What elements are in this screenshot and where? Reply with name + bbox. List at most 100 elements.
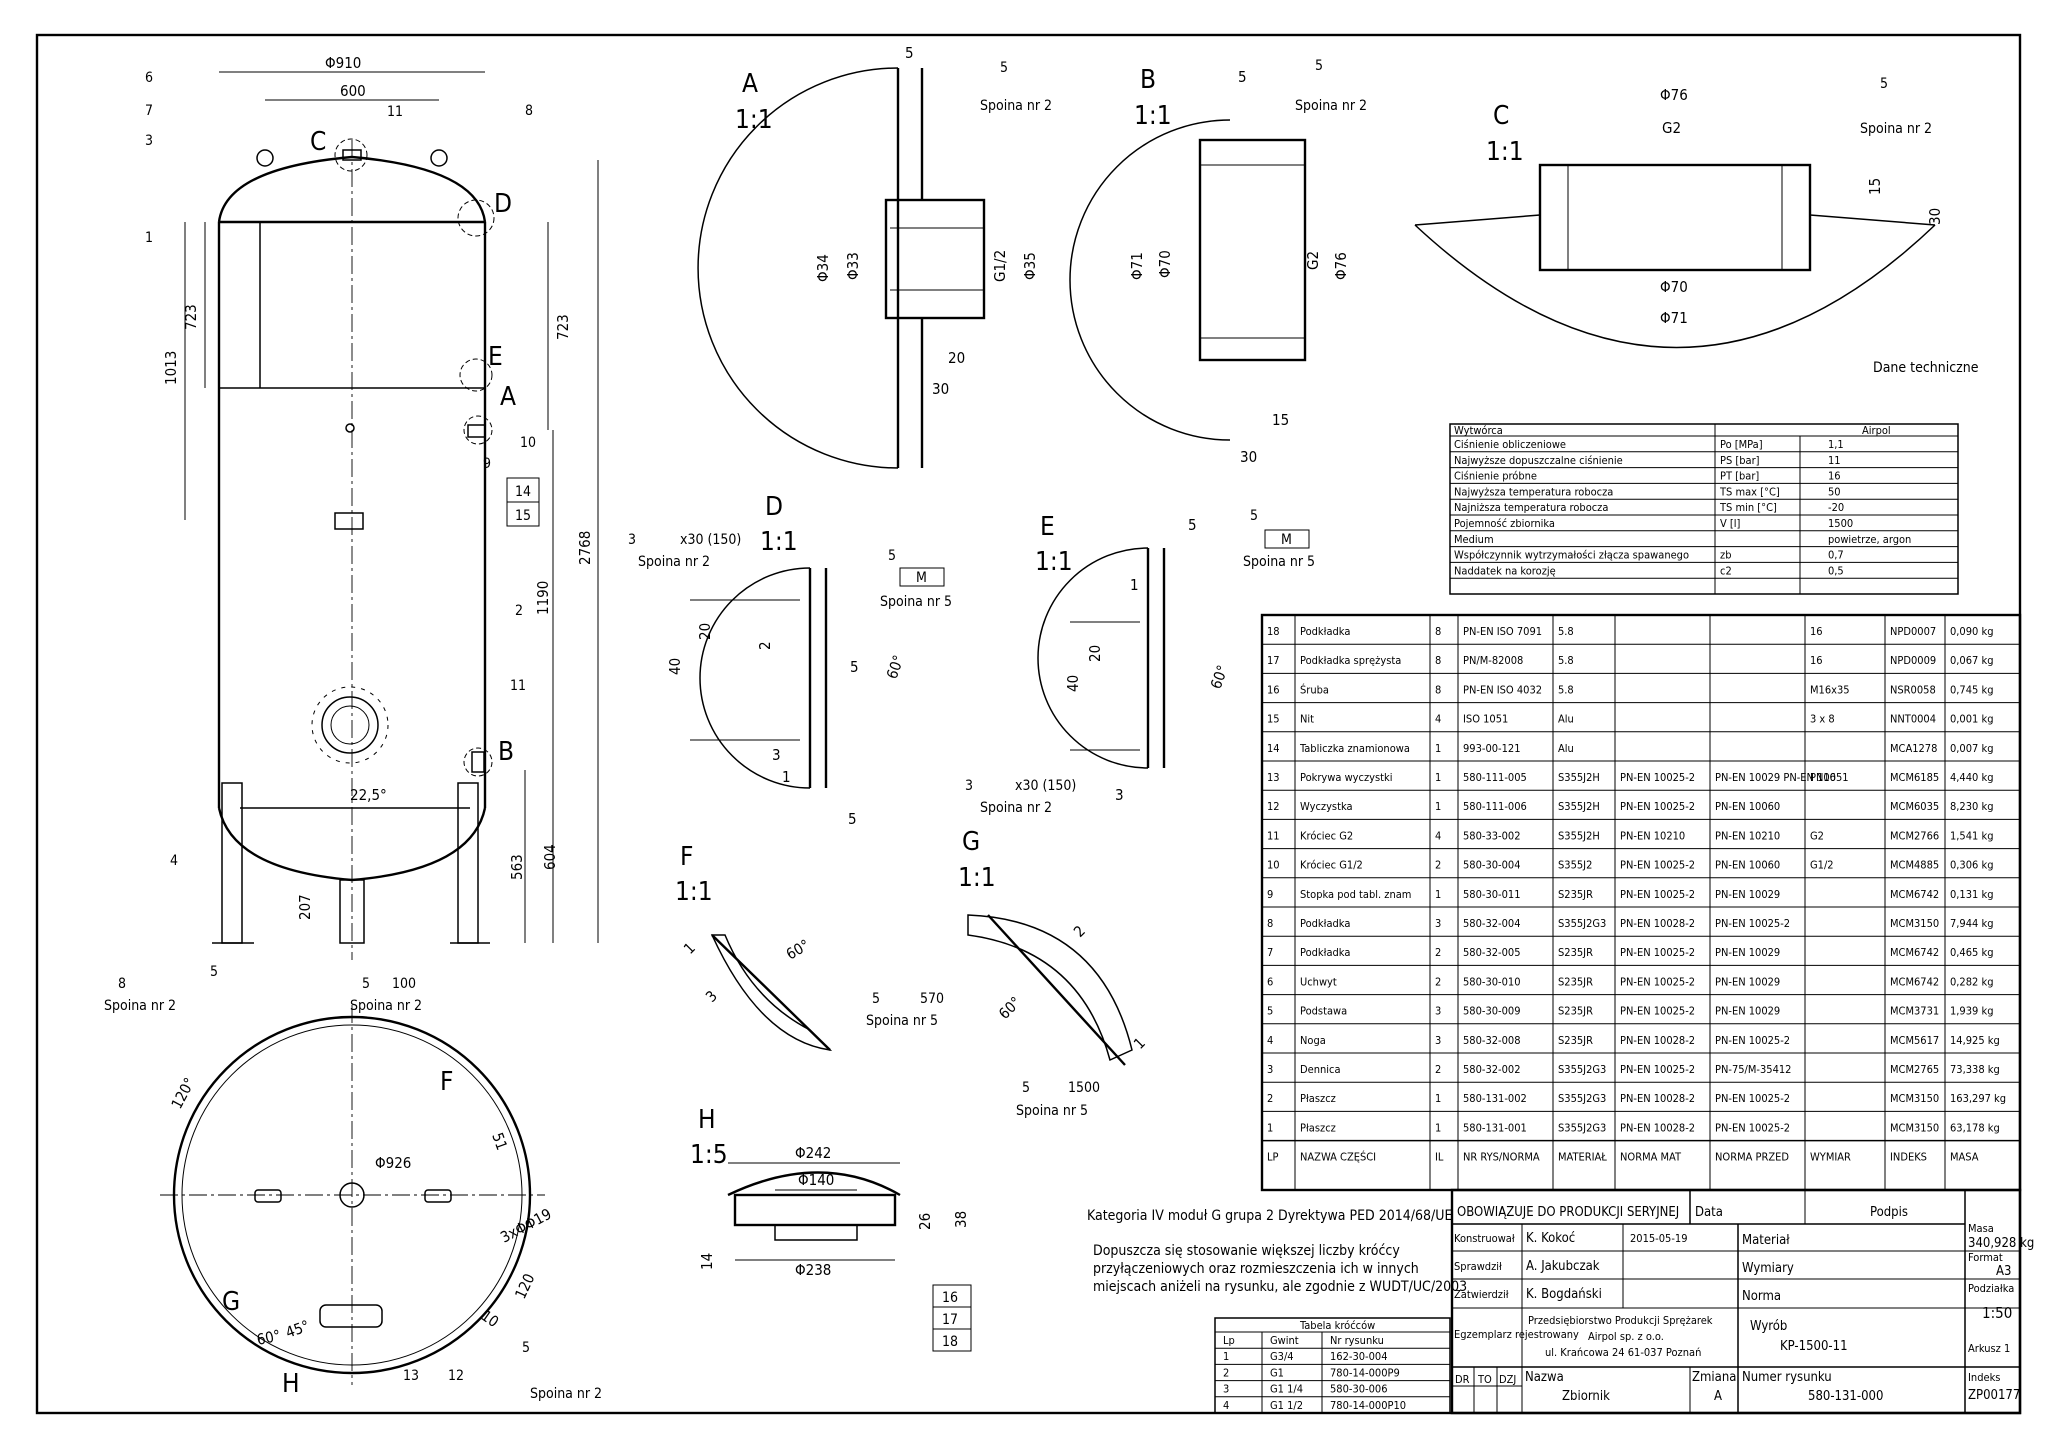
- parts-cell: 7,944 kg: [1950, 917, 1993, 930]
- nozzle-table-title: Tabela króćców: [1299, 1319, 1375, 1332]
- detail-B-scale: 1:1: [1134, 101, 1172, 131]
- technical-data-table: Dane techniczne Wytwórca Airpol Ciśnieni…: [1449, 360, 1979, 595]
- svg-text:G1/2: G1/2: [991, 250, 1009, 282]
- detail-H-title: H: [698, 1105, 716, 1135]
- nozzle-cell: 780-14-000P10: [1330, 1399, 1406, 1412]
- parts-header-cell: NORMA MAT: [1620, 1151, 1682, 1164]
- parts-cell: M16x35: [1810, 683, 1850, 696]
- svg-text:40: 40: [666, 658, 684, 675]
- parts-cell: S235JR: [1558, 888, 1593, 901]
- detail-B-weld-label: Spoina nr 2: [1295, 98, 1367, 114]
- svg-text:100: 100: [392, 976, 416, 992]
- tb-podzialka-value: 1:50: [1982, 1304, 2012, 1322]
- svg-text:G2: G2: [1662, 119, 1681, 137]
- parts-cell: MCM4885: [1890, 859, 1939, 872]
- parts-cell: PN-EN 10060: [1715, 859, 1780, 872]
- parts-cell: PN-EN 10025-2: [1715, 1092, 1790, 1105]
- parts-cell: 0,001 kg: [1950, 713, 1993, 726]
- parts-cell: PN-EN 10025-2: [1620, 1005, 1695, 1018]
- detail-mark-D: D: [494, 189, 512, 219]
- detail-A: A 1:1 5 Φ34 Φ33 G1/2 Φ35 20 30 5 Spoina …: [697, 44, 1052, 469]
- parts-cell: 8: [1267, 917, 1273, 930]
- parts-cell: Stopka pod tabl. znam: [1300, 888, 1411, 901]
- nozzle-cell: 3: [1223, 1383, 1229, 1396]
- parts-cell: Nit: [1300, 713, 1314, 726]
- tb-konstruowal: Konstruował: [1454, 1232, 1515, 1245]
- parts-cell: PN-EN 10060: [1715, 800, 1780, 813]
- parts-cell: 6: [1267, 975, 1273, 988]
- tech-row-name: Najniższa temperatura robocza: [1454, 501, 1608, 514]
- tb-arkusz: Arkusz 1: [1968, 1342, 2010, 1355]
- dim-563: 563: [508, 854, 526, 880]
- svg-text:5: 5: [1880, 76, 1888, 92]
- tb-konstruowal-name: K. Kokoć: [1526, 1231, 1575, 1246]
- parts-header-cell: INDEKS: [1890, 1151, 1927, 1164]
- parts-cell: MCA1278: [1890, 742, 1937, 755]
- tech-row-name: Naddatek na korozję: [1454, 564, 1556, 577]
- dim-1013: 1013: [162, 351, 180, 385]
- parts-cell: PN-EN 10029 PN-EN 10051: [1715, 771, 1849, 784]
- parts-cell: MCM2766: [1890, 829, 1939, 842]
- dim-angle-225: 22,5°: [350, 786, 387, 804]
- parts-cell: 580-131-001: [1463, 1121, 1527, 1134]
- tb-masa-label: Masa: [1968, 1222, 1994, 1235]
- parts-cell: 580-30-010: [1463, 975, 1521, 988]
- svg-text:M: M: [916, 570, 927, 586]
- parts-cell: 1,541 kg: [1950, 829, 1993, 842]
- tech-row-value: 50: [1828, 485, 1841, 498]
- parts-cell: PN-EN ISO 4032: [1463, 683, 1542, 696]
- parts-header-cell: IL: [1435, 1151, 1444, 1164]
- tb-data-label: Data: [1695, 1205, 1723, 1220]
- svg-text:5: 5: [362, 976, 370, 992]
- parts-cell: 63,178 kg: [1950, 1121, 2000, 1134]
- parts-cell: 8: [1435, 683, 1441, 696]
- svg-text:20: 20: [1086, 645, 1104, 662]
- tb-production: OBOWIĄZUJE DO PRODUKCJI SERYJNEJ: [1457, 1205, 1679, 1220]
- parts-cell: 1: [1435, 771, 1441, 784]
- tb-company1: Przedsiębiorstwo Produkcji Sprężarek: [1528, 1314, 1713, 1327]
- balloon-4: 4: [170, 853, 178, 869]
- parts-cell: PN-EN 10029: [1715, 946, 1780, 959]
- parts-cell: S355J2H: [1558, 829, 1600, 842]
- tech-row-name: Pojemność zbiornika: [1454, 517, 1555, 530]
- parts-cell: 1: [1435, 800, 1441, 813]
- detail-E: E 1:1 5 1 20 40 3 60° 3 x30 (150) Spoina…: [965, 508, 1315, 816]
- parts-cell: 0,067 kg: [1950, 654, 1993, 667]
- svg-text:Φ242: Φ242: [795, 1144, 831, 1162]
- parts-header-cell: NR RYS/NORMA: [1463, 1151, 1540, 1164]
- parts-cell: Pokrywa wyczystki: [1300, 771, 1393, 784]
- parts-cell: 3: [1435, 917, 1441, 930]
- detail-G-title: G: [962, 827, 980, 857]
- tb-nazwa-label: Nazwa: [1525, 1370, 1564, 1385]
- parts-cell: Płaszcz: [1300, 1121, 1336, 1134]
- parts-cell: 8: [1435, 654, 1441, 667]
- svg-text:60°: 60°: [255, 1326, 282, 1349]
- parts-cell: 15: [1267, 713, 1280, 726]
- svg-text:1: 1: [1130, 576, 1139, 594]
- svg-text:2: 2: [756, 641, 774, 650]
- parts-cell: 580-30-009: [1463, 1005, 1521, 1018]
- dim-723-left: 723: [182, 304, 200, 330]
- parts-cell: 4: [1267, 1034, 1273, 1047]
- parts-cell: S235JR: [1558, 946, 1593, 959]
- parts-cell: PN-75/M-35412: [1715, 1063, 1791, 1076]
- parts-cell: 5: [1267, 1005, 1273, 1018]
- parts-cell: S235JR: [1558, 1005, 1593, 1018]
- parts-cell: S235JR: [1558, 1034, 1593, 1047]
- title-block: OBOWIĄZUJE DO PRODUKCJI SERYJNEJ Data Po…: [1450, 1188, 2034, 1415]
- svg-text:12: 12: [448, 1368, 464, 1384]
- svg-text:3: 3: [772, 746, 781, 764]
- tb-dr: DR: [1455, 1373, 1470, 1386]
- detail-D: D 1:1 40 20 2 5 3 1 5 60° 3 x30 (150) Sp…: [628, 492, 952, 828]
- parts-cell: PN-EN 10025-2: [1715, 1034, 1790, 1047]
- parts-cell: S355J2G3: [1558, 1092, 1606, 1105]
- parts-cell: 11: [1267, 829, 1280, 842]
- tech-row-value: 0,7: [1828, 549, 1844, 562]
- parts-cell: MCM5617: [1890, 1034, 1939, 1047]
- parts-cell: G2: [1810, 829, 1824, 842]
- svg-text:20: 20: [948, 349, 965, 367]
- parts-cell: 8: [1435, 625, 1441, 638]
- parts-cell: S355J2G3: [1558, 1121, 1606, 1134]
